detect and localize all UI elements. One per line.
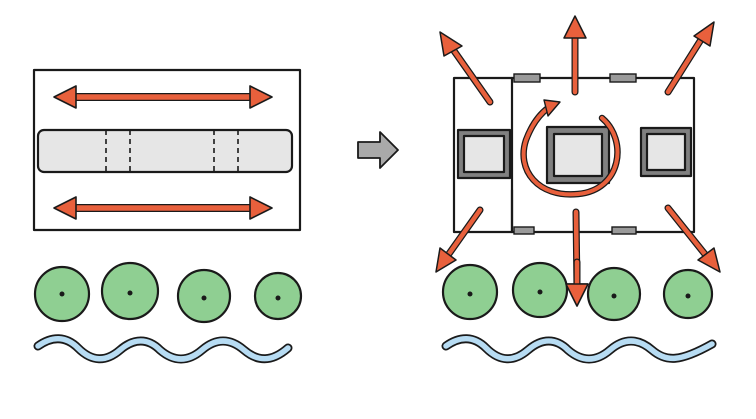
room-right: [639, 126, 693, 178]
wall-marker: [513, 226, 535, 235]
before-trees: [33, 261, 303, 324]
tree-icon: [100, 261, 160, 321]
room-left: [456, 128, 512, 180]
before-panel: [32, 68, 303, 364]
room-center: [545, 125, 611, 185]
after-trees: [441, 261, 714, 322]
circulation-arrow-icon: [520, 99, 621, 198]
arrow-up-left-icon: [439, 31, 494, 106]
horizontal-arrow-top-icon: [53, 85, 273, 109]
arrow-down-right-icon: [664, 204, 721, 273]
arrow-up-icon: [563, 15, 587, 96]
right-arrow-icon: [357, 131, 399, 169]
tree-icon: [586, 266, 642, 322]
corridor-bar: [36, 128, 294, 174]
wall-marker: [513, 73, 541, 83]
tree-icon: [176, 268, 232, 324]
tree-icon: [511, 261, 569, 319]
arrow-down-head-icon: [565, 258, 589, 307]
arrow-down-left-icon: [435, 206, 484, 273]
tree-icon: [441, 263, 499, 321]
before-building-outline: [32, 68, 302, 232]
water-wave-icon: [441, 334, 717, 364]
arrow-up-right-icon: [664, 21, 715, 96]
wall-marker: [611, 226, 637, 235]
tree-icon: [253, 271, 303, 321]
after-panel: [435, 15, 721, 364]
horizontal-arrow-bottom-icon: [53, 196, 273, 220]
wall-marker: [609, 73, 637, 83]
water-wave-icon: [33, 334, 293, 364]
tree-icon: [662, 268, 714, 320]
tree-icon: [33, 265, 91, 323]
